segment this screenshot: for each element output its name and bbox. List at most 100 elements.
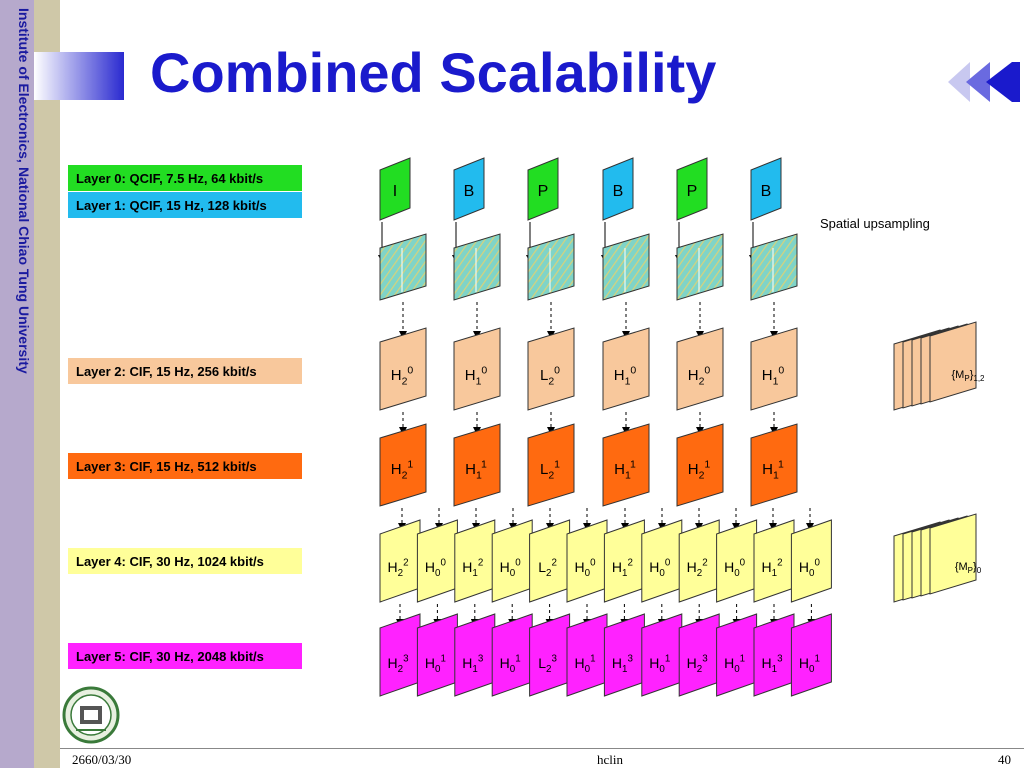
layer4-frame	[566, 519, 608, 603]
layer-0-label: Layer 0: QCIF, 7.5 Hz, 64 kbit/s	[68, 165, 302, 191]
layer4-frame	[379, 519, 421, 603]
motion-vectors-upper: {MP}1,2	[893, 321, 986, 411]
layer3-frame-label: H21	[391, 458, 414, 481]
footer-date: 2660/03/30	[72, 752, 132, 767]
layer5-frame	[454, 613, 496, 697]
layer2-frame	[750, 327, 798, 411]
layer5-frame-label: H01	[574, 654, 595, 676]
base-frame-label: B	[464, 183, 475, 200]
layer2-frame	[676, 327, 724, 411]
base-frame-label: P	[687, 183, 698, 200]
layer2-frame-label: H10	[465, 364, 488, 387]
page-title: Combined Scalability	[150, 41, 717, 104]
layer5-frame-label: H01	[799, 654, 820, 676]
nav-arrows	[948, 62, 1020, 102]
layer2-frame	[379, 327, 427, 411]
upsampled-frame	[527, 233, 575, 301]
layer4-frame	[753, 519, 795, 603]
decorative-band	[34, 0, 60, 768]
layer5-frame-label: H01	[425, 654, 446, 676]
base-frame-B	[750, 157, 782, 221]
layer4-frame	[790, 519, 832, 603]
layer4-frame-label: H22	[387, 558, 408, 580]
layer5-frame-label: H13	[462, 654, 484, 676]
layer2-frame	[602, 327, 650, 411]
motion-frame	[929, 513, 977, 595]
layer5-frame-label: H01	[500, 654, 521, 676]
layer3-frame	[602, 423, 650, 507]
university-logo	[62, 686, 120, 744]
upsampled-frame	[676, 233, 724, 301]
layer5-frame-label: H01	[724, 654, 745, 676]
back-arrow-icon[interactable]	[948, 62, 1020, 102]
footer-page-number: 40	[998, 752, 1011, 767]
layer5-frame	[678, 613, 720, 697]
layer4-frame-label: H22	[687, 558, 708, 580]
layer5-frame	[790, 613, 832, 697]
layer2-frame	[453, 327, 501, 411]
layer4-frame-label: H00	[724, 558, 746, 580]
motion-vectors-lower: {MP}0	[893, 513, 982, 603]
institution-text: Institute of Electronics, National Chiao…	[2, 8, 32, 588]
layer3-frame-label: H11	[614, 458, 636, 481]
base-frame-P	[527, 157, 559, 221]
layer4-frame	[491, 519, 533, 603]
layer5-frame	[379, 613, 421, 697]
layer5-frame-label: H23	[687, 654, 709, 676]
university-name: National Chiao Tung University	[16, 166, 32, 374]
layer5-frame-label: H13	[612, 654, 634, 676]
layer4-frame-label: H00	[799, 558, 821, 580]
layer3-frame-label: H11	[762, 458, 784, 481]
layer4-frame	[716, 519, 758, 603]
layer3-frame-label: H21	[688, 458, 711, 481]
layer4-frame	[416, 519, 458, 603]
layer4-frame	[603, 519, 645, 603]
institute-name: Institute of Electronics,	[16, 8, 32, 163]
base-frame-label: B	[761, 183, 772, 200]
layer3-frame	[676, 423, 724, 507]
layer3-frame-label: H11	[465, 458, 487, 481]
base-frame-P	[676, 157, 708, 221]
layer4-frame	[641, 519, 683, 603]
layer5-frame-label: H23	[387, 654, 409, 676]
layer4-frame-label: H00	[649, 558, 671, 580]
layer5-frame	[529, 613, 571, 697]
layer-3-label: Layer 3: CIF, 15 Hz, 512 kbit/s	[68, 453, 302, 479]
layer4-frame	[529, 519, 571, 603]
layer5-frame	[416, 613, 458, 697]
layer5-frame-label: H13	[761, 654, 783, 676]
base-frame-B	[602, 157, 634, 221]
layer5-frame	[491, 613, 533, 697]
layer3-frame	[379, 423, 427, 507]
upsampled-frame	[379, 233, 427, 301]
layer3-frame-label: L21	[540, 458, 560, 481]
layer4-frame	[454, 519, 496, 603]
base-frame-B	[453, 157, 485, 221]
footer-author: hclin	[597, 752, 623, 767]
layer5-frame-label: H01	[649, 654, 670, 676]
layer5-frame	[603, 613, 645, 697]
layer4-frame-label: H00	[500, 558, 522, 580]
layer3-frame	[750, 423, 798, 507]
layer3-frame	[527, 423, 575, 507]
layer4-frame-label: H12	[761, 558, 782, 580]
layer4-frame-label: H00	[425, 558, 447, 580]
layer2-frame-label: L20	[540, 364, 560, 387]
layer2-frame-label: H20	[688, 364, 711, 387]
base-frame-I	[379, 157, 411, 221]
layer-1-label: Layer 1: QCIF, 15 Hz, 128 kbit/s	[68, 192, 302, 218]
sidebar: Institute of Electronics, National Chiao…	[0, 0, 34, 768]
motion-frame	[929, 321, 977, 403]
layer5-frame	[716, 613, 758, 697]
upsampled-frame	[750, 233, 798, 301]
layer2-frame-label: H10	[762, 364, 785, 387]
motion-label: {MP}1,2	[952, 369, 986, 383]
base-frame-label: B	[613, 183, 624, 200]
layer2-frame-label: H20	[391, 364, 414, 387]
layer2-frame	[527, 327, 575, 411]
layer5-frame	[641, 613, 683, 697]
layer4-frame-label: H12	[612, 558, 633, 580]
footer-divider	[60, 748, 1024, 749]
